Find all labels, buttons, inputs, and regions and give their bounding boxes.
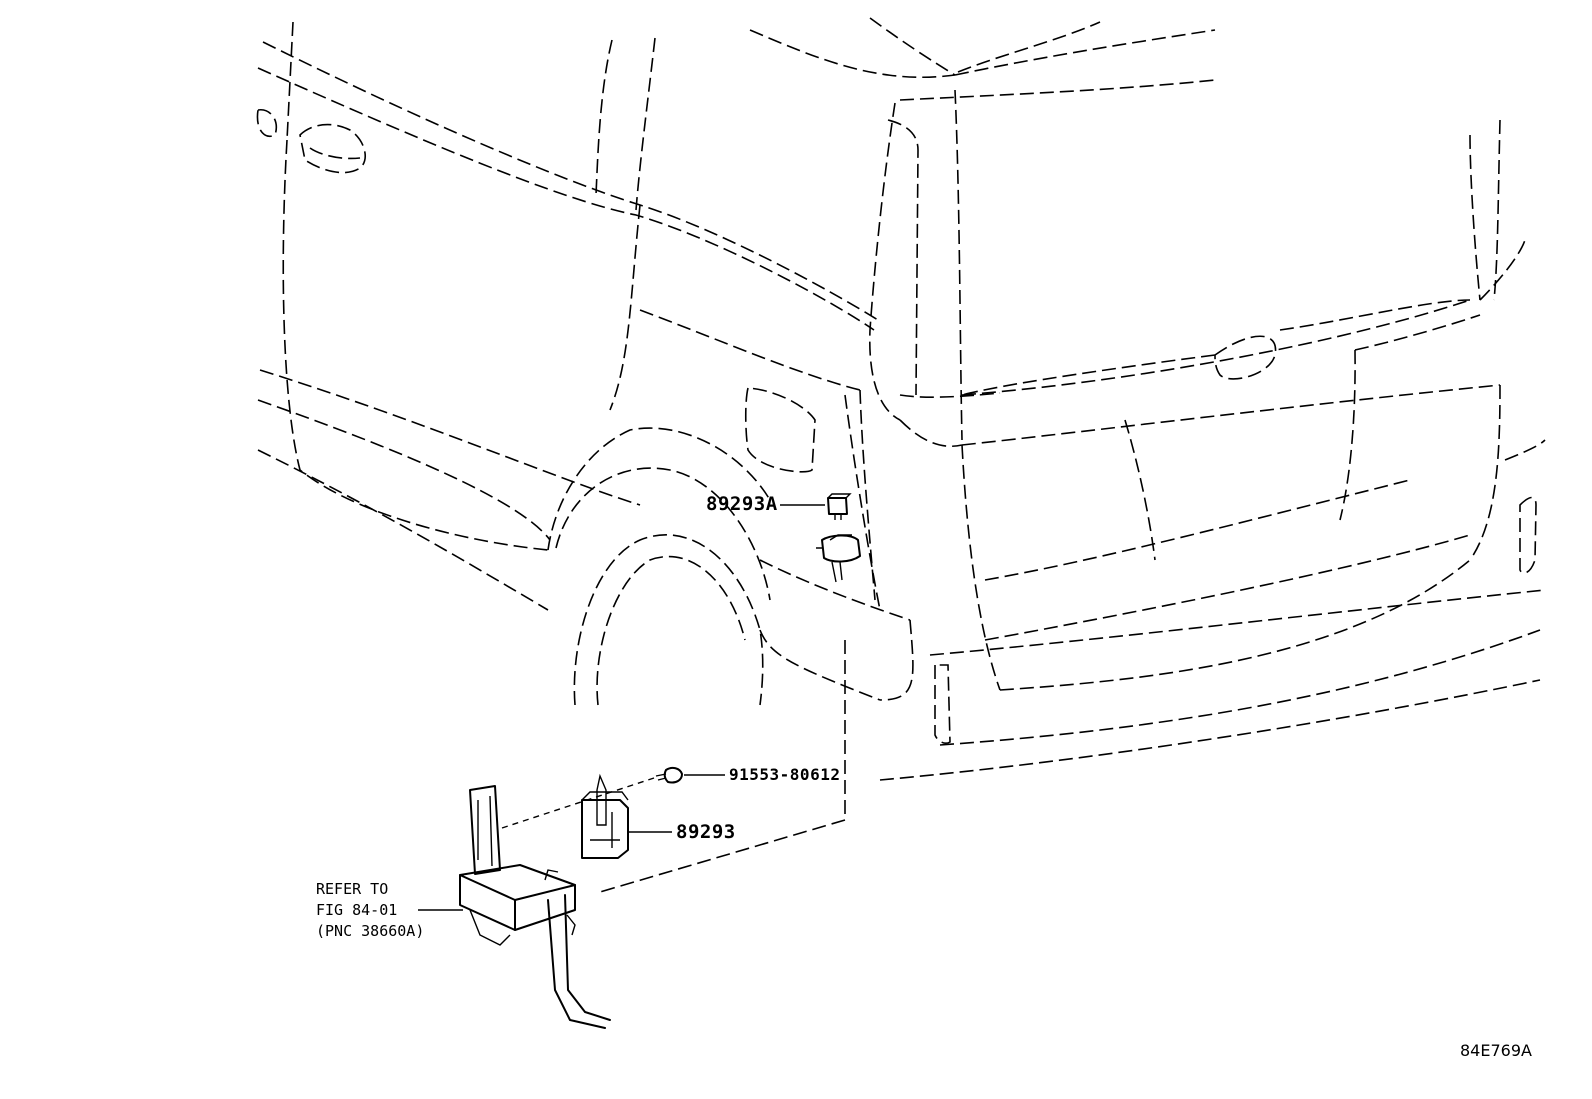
vehicle-body-outline (256, 17, 1546, 781)
refer-note-line-1: REFER TO (316, 880, 389, 898)
refer-note-line-3: (PNC 38660A) (316, 922, 425, 940)
relay-89293-drawing (581, 773, 672, 859)
callout-91553-80612: 91553-80612 (729, 765, 841, 784)
refer-note-line-2: FIG 84-01 (316, 901, 398, 919)
screw-91553-drawing (501, 766, 725, 829)
illustration-id: 84E769A (1460, 1041, 1532, 1060)
relay-bracket-drawing (418, 785, 611, 1029)
callout-89293A: 89293A (706, 493, 778, 515)
relay-89293A-drawing (780, 493, 861, 583)
callout-89293: 89293 (676, 821, 736, 843)
